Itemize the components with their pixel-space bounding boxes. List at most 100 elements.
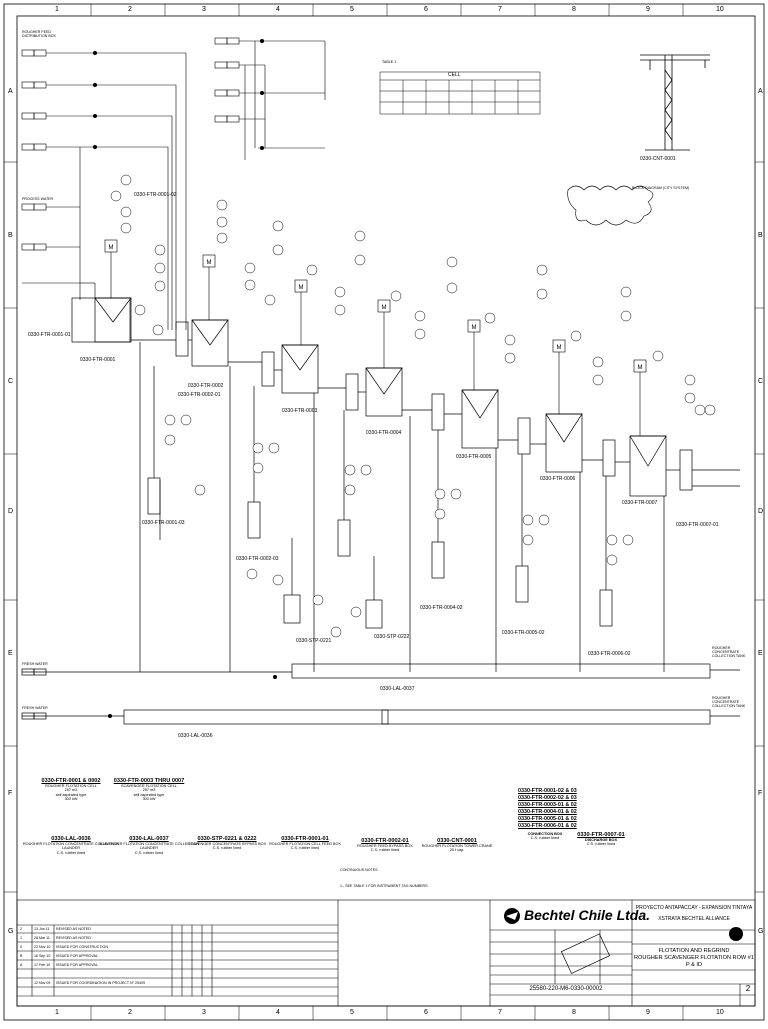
equipment-tag: 0330-FTR-0003 THRU 0007 [113,778,185,784]
tag-ftr-0003: 0330-FTR-0003 [282,408,318,414]
revision-desc: ISSUED FOR COORDINATION IN PROJECT N° 25… [56,981,145,985]
grid-col-4-bottom: 4 [276,1009,280,1016]
tag-ftr-0001-03: 0330-FTR-0001-03 [142,520,185,526]
revision-date: 17 Feb 10 [34,963,51,967]
connection-box-title: CONNECTION BOX [527,832,563,836]
outlet-rougher-concentrate-2: ROUGHER CONCENTRATE COLLECTION TANK [712,696,746,708]
discharge-box-spec: C.S. rubber lined [586,842,616,847]
grid-row-d: D [8,508,14,515]
svg-text:M: M [472,325,477,331]
tag-lal-0037: 0330-LAL-0037 [380,686,415,692]
equipment-spec: C.S. rubber lined [56,850,86,855]
equipment-tag: 0330-LAL-0037 [129,836,169,842]
equipment-item: 0330-LAL-0037 SCAVENGER FLOTATION CONCEN… [94,836,204,855]
discharge-box-label: 0330-FTR-0007-01 DISCHARGE BOX C.S. rubb… [546,832,656,847]
equipment-spec: C.S. rubber lined [212,846,242,851]
grid-col-5-bottom: 5 [350,1009,354,1016]
tag-stp-0221: 0330-STP-0221 [296,638,332,644]
equipment-spec: C.S. rubber lined [290,846,320,851]
grid-col-8-bottom: 8 [572,1009,576,1016]
box-tag: 0330-FTR-0005-01 & 02 [518,816,577,822]
tag-ftr-0002-03: 0330-FTR-0002-03 [236,556,279,562]
revision-desc: ISSUED FOR CONSTRUCTION [56,945,108,949]
tag-cnt-0001: 0330-CNT-0001 [640,156,676,162]
tag-ftr-0002: 0330-FTR-0002 [188,383,224,389]
tag-ftr-0005-02: 0330-FTR-0005-02 [502,630,545,636]
grid-row-a: A [8,88,13,95]
inlet-fresh-water-1: FRESH WATER [22,662,48,666]
revision-desc: ISSUED FOR APPROVAL [56,963,98,967]
box-tag: 0330-FTR-0003-01 & 02 [518,802,577,808]
equipment-item: 0330-CNT-0001 ROUGHER FLOTATION TOWER CR… [402,838,512,853]
equipment-item: 0330-LAL-0036 ROUGHER FLOTATION CONCENTR… [16,836,126,855]
equipment-item: 0330-STP-0221 & 0222 SCAVENGER CONCENTRA… [172,836,282,851]
equipment-tag: 0330-FTR-0001 & 0002 [41,778,101,784]
tag-ftr-0004: 0330-FTR-0004 [366,430,402,436]
revision-desc: REVISED AS NOTED [56,927,91,931]
table1-header: CELL [448,72,461,78]
box-tag: 0330-FTR-0006-01 & 02 [518,823,577,829]
grid-row-c: C [8,378,14,385]
grid-col-8: 8 [572,6,576,13]
revision-rev: A [20,963,23,967]
outlet-block-diagram: BLOCK DIAGRAM (CITY SYSTEM) [632,186,690,190]
inlet-process-water: PROCESS WATER [22,197,54,201]
grid-row-b-right: B [758,232,763,239]
equipment-tag: 0330-LAL-0036 [51,836,91,842]
project-name: PROYECTO ANTAPACCAY - EXPANSION TINTAYA [635,905,753,911]
tag-ftr-0004-02: 0330-FTR-0004-02 [420,605,463,611]
equipment-desc: SCAVENGER FLOTATION CELL [121,784,177,788]
box-tag: 0330-FTR-0001-02 & 03 [518,788,577,794]
revision-date: 28 Mar 11 [34,936,50,940]
grid-row-c-right: C [758,378,764,385]
inlet-fresh-water-2: FRESH WATER [22,706,48,710]
svg-text:M: M [382,305,387,311]
grid-col-1: 1 [55,6,59,13]
discharge-box-tag: 0330-FTR-0007-01 [577,832,625,838]
equipment-desc: SCAVENGER FLOTATION CONCENTRATE COLLECTI… [98,842,200,851]
svg-text:M: M [207,260,212,266]
company-logo: Bechtel Chile Ltda. [524,907,651,923]
drawing-title-3: P & ID [685,962,703,968]
revision-rev: B [20,954,23,958]
svg-text:M: M [299,285,304,291]
discharge-box-title: DISCHARGE BOX [584,838,618,842]
tag-ftr-0002-01: 0330-FTR-0002-01 [178,392,221,398]
notes-title: CONTINUOUS NOTES [340,868,378,872]
tag-ftr-0006: 0330-FTR-0006 [540,476,576,482]
revision-rev: 1 [20,936,22,940]
equipment-item: 0330-FTR-0001-01 ROUGHER FLOTATION CELL … [250,836,360,851]
equipment-desc: ROUGHER FLOTATION CELL [45,784,97,788]
grid-row-f: F [8,790,13,797]
grid-col-10: 10 [716,6,724,13]
svg-text:M: M [557,345,562,351]
tag-ftr-0007: 0330-FTR-0007 [622,500,658,506]
equipment-spec: 257 m3 self aspirated type 300 kW [55,788,87,802]
equipment-item: 0330-FTR-0002-01 ROUGHER FEED BYPASS BOX… [330,838,440,853]
tag-stp-0222: 0330-STP-0222 [374,634,410,640]
tag-ftr-0005: 0330-FTR-0005 [456,454,492,460]
svg-text:M: M [109,245,114,251]
drawing-revision: 2 [745,984,751,993]
tag-ftr-0001-02: 0330-FTR-0001-02 [134,192,177,198]
revision-date: 12 Nov 09 [34,981,51,985]
svg-text:M: M [638,365,643,371]
equipment-desc: ROUGHER FLOTATION CONCENTRATE COLLECTION… [22,842,120,851]
tag-ftr-0006-02: 0330-FTR-0006-02 [588,651,631,657]
grid-row-b: B [8,232,13,239]
table1-caption: TABLE 1 [382,60,397,64]
revision-rev: 0 [20,945,22,949]
grid-col-9: 9 [646,6,650,13]
revision-desc: REVISED AS NOTED [56,936,91,940]
equipment-tag: 0330-FTR-0002-01 [361,838,409,844]
revision-rev: 2 [20,927,22,931]
grid-row-a-right: A [758,88,763,95]
revision-date: 13 Jun 11 [34,927,50,931]
drawing-title-1: FLOTATION AND REGRIND [658,948,730,954]
connection-box-label: CONNECTION BOX C.S. rubber lined [490,832,600,841]
equipment-spec: 257 m3 self aspirated type 300 kW [133,788,165,802]
equipment-spec: 20 t cap. [449,848,465,853]
equipment-item: 0330-FTR-0003 THRU 0007 SCAVENGER FLOTAT… [94,778,204,802]
